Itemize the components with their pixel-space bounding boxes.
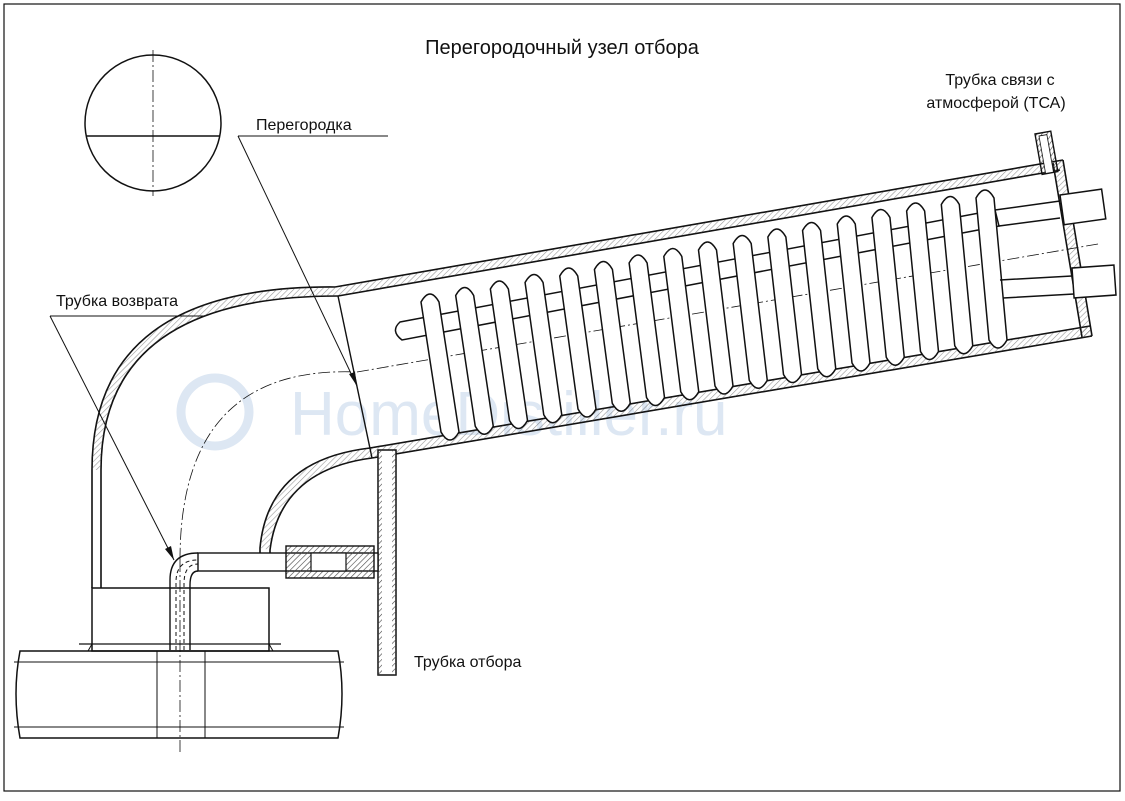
leader-lines: [49, 135, 388, 561]
return-arrow: [165, 546, 174, 560]
coil-loop: [454, 286, 495, 435]
drawing-frame: [3, 3, 1121, 792]
coil-outlet-fitting: [1071, 264, 1117, 299]
coil-loop: [836, 215, 871, 372]
elbow-pipe: [91, 286, 373, 589]
coil-fittings: [994, 188, 1117, 299]
takeoff-branch: [197, 545, 379, 579]
coil-loop: [940, 195, 974, 355]
coil-loop: [697, 241, 734, 395]
partition-leader: [237, 135, 358, 387]
watermark-logo: [176, 373, 254, 451]
coil-loop: [593, 260, 632, 412]
coil-loop: [905, 202, 940, 361]
cooling-coil: [394, 189, 1008, 441]
coil-loop: [628, 254, 666, 407]
return-leader: [49, 315, 175, 561]
coil-loop: [524, 273, 563, 424]
takeoff-tube-label: Трубка отбора: [414, 654, 521, 671]
base-flange: [14, 650, 344, 739]
coil-loop: [420, 293, 460, 441]
atm-tube-label-line2: атмосферой (ТСА): [926, 95, 1065, 112]
return-tube-label: Трубка возврата: [56, 293, 178, 310]
coil-loop: [975, 189, 1008, 349]
partition-arrow: [349, 372, 357, 386]
coil-loop: [489, 280, 529, 430]
section-view-circle: [84, 50, 222, 196]
coil-loop: [732, 234, 769, 389]
coil-loop: [558, 267, 597, 418]
diagram-title: Перегородочный узел отбора: [425, 37, 700, 59]
coil-loop: [801, 221, 837, 378]
return-tube-bend: [169, 552, 199, 650]
partition-label: Перегородка: [256, 117, 352, 134]
coil-loop: [767, 228, 803, 384]
atmosphere-tube: [1034, 130, 1059, 176]
coil-inlet-fitting: [1059, 188, 1107, 226]
takeoff-coupling: [285, 545, 375, 579]
coil-loop: [871, 208, 906, 366]
atm-tube-label-line1: Трубка связи с: [945, 72, 1054, 89]
takeoff-tube: [377, 449, 397, 676]
coil-loop: [663, 247, 700, 401]
elbow-axis-line: [179, 371, 358, 561]
